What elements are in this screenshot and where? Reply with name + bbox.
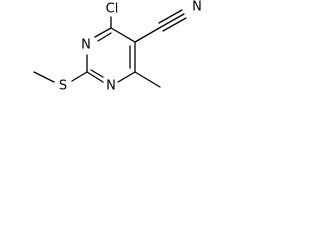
bond-n3-c4-inner [97, 32, 112, 42]
atom-label-ring-n3: N [81, 38, 91, 53]
bond-c6-methyl [134, 71, 161, 88]
bond-c6-n1 [117, 71, 136, 83]
bond-s-methyl [33, 71, 55, 83]
bond-c2-s [71, 71, 88, 82]
atom-label-ring-n1: N [106, 79, 116, 94]
bond-n3-c4 [94, 27, 112, 38]
bond-n1-c2 [86, 71, 104, 83]
bond-cn-triple-3 [162, 17, 187, 32]
atom-label-sulfur: S [59, 79, 67, 94]
bond-c5-cn [134, 26, 162, 43]
atom-label-chlorine: Cl [106, 2, 119, 17]
bond-cn-triple-2 [158, 9, 183, 24]
atom-label-nitrile-nitrogen: N [192, 0, 202, 15]
bond-cn-triple-1 [160, 13, 185, 28]
structure-diagram: Cl N N N S [33, 0, 202, 94]
bond-c4-c5 [110, 27, 136, 43]
bond-n1-c2-inner [90, 69, 104, 78]
